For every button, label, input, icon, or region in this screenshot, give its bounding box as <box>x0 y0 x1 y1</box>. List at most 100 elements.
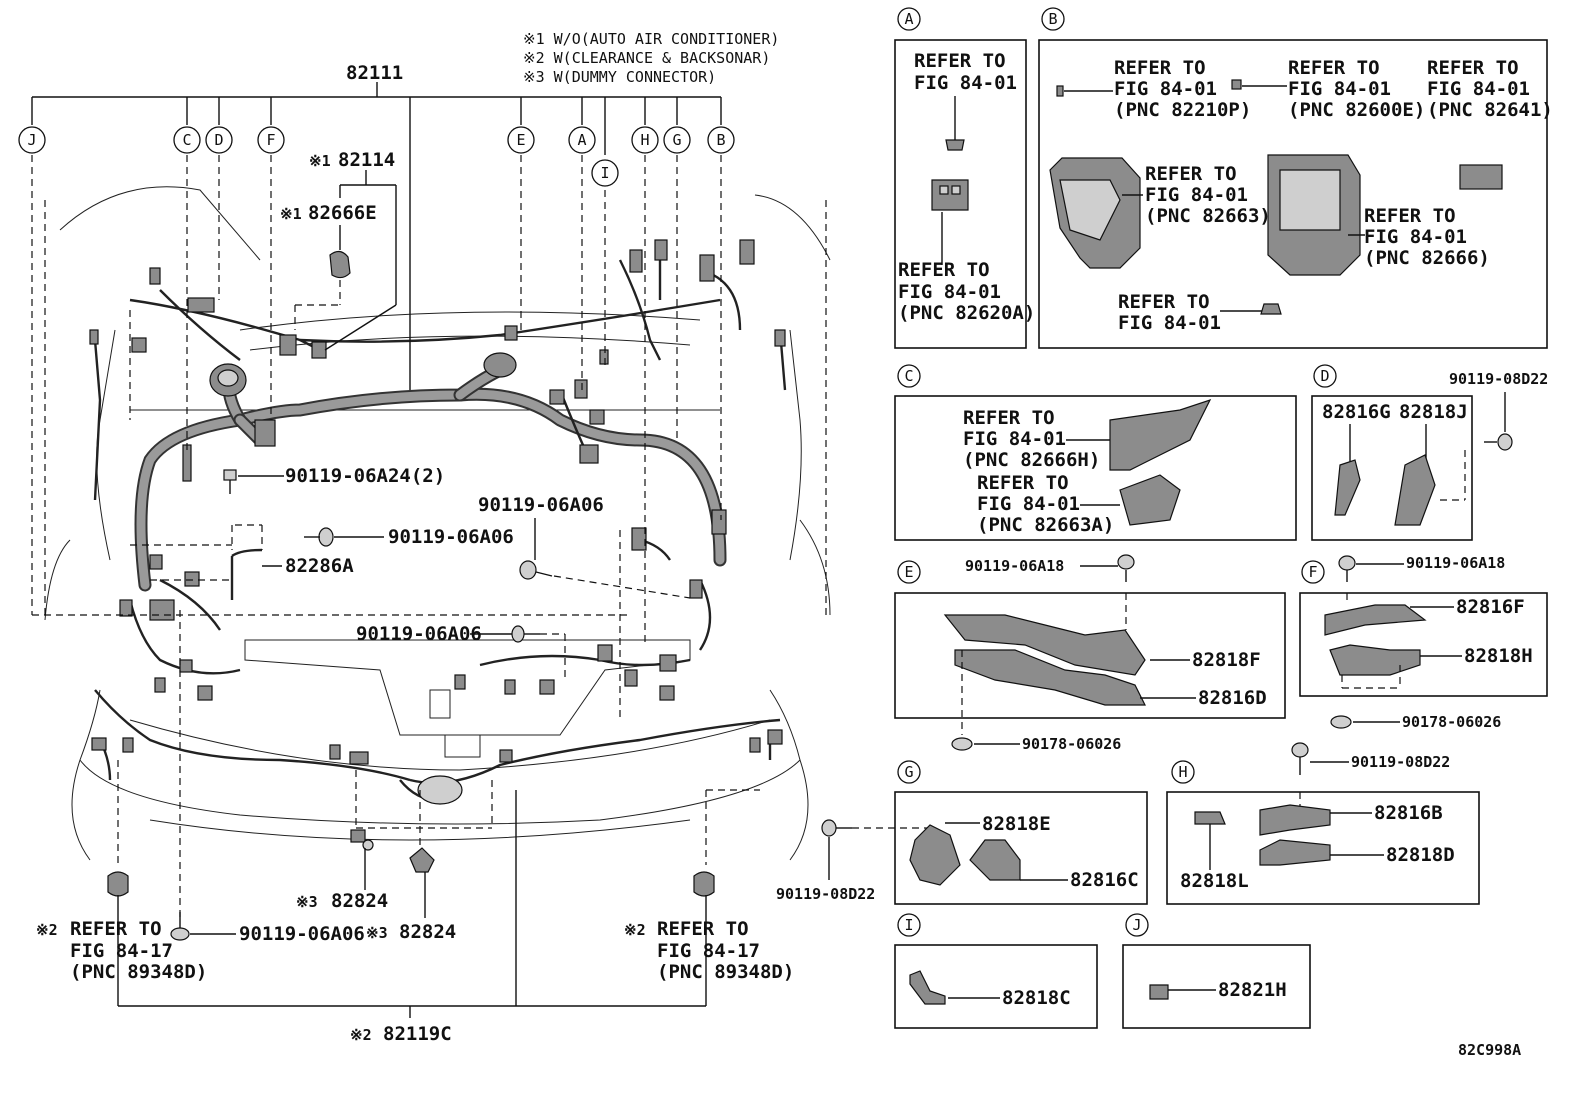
panel-b-letter: B <box>1048 10 1057 28</box>
panel-b-refer5-line1: REFER TO <box>1364 205 1456 227</box>
panel-b-refer2-line2: FIG 84-01 <box>1288 78 1391 100</box>
panel-h-letter: H <box>1178 763 1187 781</box>
refer-left-line3: (PNC 89348D) <box>70 961 207 983</box>
bolt-06a06-center-group: 90119-06A06 <box>356 623 540 645</box>
bracket-82111 <box>31 82 722 390</box>
callout-f-label: F <box>266 131 275 149</box>
panel-e-letter: E <box>904 563 913 581</box>
callout-a-label: A <box>577 131 586 149</box>
callout-d: D <box>205 126 233 154</box>
bolt-06a06-top-group: 90119-06A06 <box>478 494 604 580</box>
bolt-label-06a06-top: 90119-06A06 <box>478 494 604 516</box>
panel-c-letter: C <box>904 367 913 385</box>
panel-b: B REFER TO FIG 84-01 (PNC 82210P) REFER … <box>1038 7 1553 349</box>
panel-i-part1: 82818C <box>1002 987 1071 1009</box>
callout-j: J <box>18 126 46 154</box>
note-3: ※3 W(DUMMY CONNECTOR) <box>523 68 716 86</box>
panel-c-refer1-line2: FIG 84-01 <box>963 428 1066 450</box>
harness-connectors <box>89 239 786 805</box>
callout-f: F <box>257 126 285 154</box>
part-label-82111: 82111 <box>346 62 403 84</box>
part-label-82114: 82114 <box>338 149 395 171</box>
panel-f-clip-label: 90178-06026 <box>1402 713 1501 731</box>
panel-b-refer6-line1: REFER TO <box>1118 291 1210 313</box>
refer-right-line2: FIG 84-17 <box>657 940 760 962</box>
panel-c: C REFER TO FIG 84-01 (PNC 82666H) REFER … <box>894 364 1297 541</box>
panel-f: F 90119-06A18 82816F 82818H 90178-06026 <box>1299 554 1548 731</box>
note-2: ※2 W(CLEARANCE & BACKSONAR) <box>523 49 770 67</box>
mark-2-b: ※2 <box>624 921 646 939</box>
part-82824-a-group: ※3 82824 <box>296 829 388 912</box>
panel-c-refer2-line3: (PNC 82663A) <box>977 514 1114 536</box>
bolt-06a06-bottom-group: 90119-06A06 <box>170 912 365 945</box>
panel-g-part1: 82818E <box>982 813 1051 835</box>
grommet-right-icon <box>693 871 715 897</box>
panel-c-refer2-line2: FIG 84-01 <box>977 493 1080 515</box>
bolt-label-06a06-mid: 90119-06A06 <box>388 526 514 548</box>
refer-left-line1: REFER TO <box>70 918 162 940</box>
callout-b: B <box>707 126 735 154</box>
refer-left-line2: FIG 84-17 <box>70 940 173 962</box>
panel-b-refer4-line1: REFER TO <box>1145 163 1237 185</box>
panel-h-part3: 82818L <box>1180 870 1249 892</box>
part-label-82286A: 82286A <box>285 555 354 577</box>
panel-i: I 82818C <box>894 913 1098 1029</box>
panel-e-bolt-label: 90119-06A18 <box>965 557 1064 575</box>
panel-a-refer2-line2: FIG 84-01 <box>898 281 1001 303</box>
panel-b-refer3-line1: REFER TO <box>1427 57 1519 79</box>
panel-d: D 90119-08D22 82816G 82818J <box>1311 364 1548 541</box>
panel-g-part2: 82816C <box>1070 869 1139 891</box>
panel-b-refer6-line2: FIG 84-01 <box>1118 312 1221 334</box>
part-label-82824-b: 82824 <box>399 921 456 943</box>
panel-b-refer1-line2: FIG 84-01 <box>1114 78 1217 100</box>
panel-f-part2: 82818H <box>1464 645 1533 667</box>
callout-i: I <box>591 159 619 187</box>
bolt-06a24-group: 90119-06A24(2) <box>223 465 445 494</box>
panel-a-letter: A <box>904 10 913 28</box>
part-82824-b-group: ※3 82824 <box>366 847 456 943</box>
panel-g-bolt-label: 90119-08D22 <box>776 885 875 903</box>
panel-j: J 82821H <box>1122 913 1311 1029</box>
panel-b-refer4-line3: (PNC 82663) <box>1145 205 1271 227</box>
part-label-82824-a: 82824 <box>331 890 388 912</box>
panel-b-refer1-line1: REFER TO <box>1114 57 1206 79</box>
panel-b-refer3-line2: FIG 84-01 <box>1427 78 1530 100</box>
panel-e-part1: 82818F <box>1192 649 1261 671</box>
panel-f-part1: 82816F <box>1456 596 1525 618</box>
callout-e-label: E <box>516 131 525 149</box>
bolt-label-06a06-bottom: 90119-06A06 <box>239 923 365 945</box>
panel-j-letter: J <box>1132 916 1141 934</box>
panel-a-refer1-line1: REFER TO <box>914 50 1006 72</box>
panel-h: H 90119-08D22 82816B 82818D 82818L <box>1166 742 1480 905</box>
relay-82666e-icon <box>329 250 351 279</box>
callout-e: E <box>507 126 535 154</box>
panel-g: G 90119-08D22 82818E 82816C <box>776 760 1148 905</box>
callout-g-label: G <box>672 131 681 149</box>
panel-c-refer2-line1: REFER TO <box>977 472 1069 494</box>
part-82114-group: ※1 82114 ※1 82666E <box>280 149 397 351</box>
panel-b-refer2-line3: (PNC 82600E) <box>1288 99 1425 121</box>
refer-left-group: ※2 REFER TO FIG 84-17 (PNC 89348D) <box>36 871 207 983</box>
panel-i-letter: I <box>904 916 913 934</box>
panel-j-part1: 82821H <box>1218 979 1287 1001</box>
leader-lines <box>31 155 827 920</box>
panel-e-clip-label: 90178-06026 <box>1022 735 1121 753</box>
callout-d-label: D <box>214 131 223 149</box>
mark-2-a: ※2 <box>36 921 58 939</box>
mark-1-a: ※1 <box>309 152 331 170</box>
panel-b-refer3-line3: (PNC 82641) <box>1427 99 1553 121</box>
refer-right-line1: REFER TO <box>657 918 749 940</box>
bolt-label-06a24: 90119-06A24(2) <box>285 465 445 487</box>
part-label-82666E: 82666E <box>308 202 377 224</box>
panel-a-refer2-line1: REFER TO <box>898 259 990 281</box>
panel-g-letter: G <box>904 763 913 781</box>
panel-b-refer5-line2: FIG 84-01 <box>1364 226 1467 248</box>
callout-c: C <box>173 126 201 154</box>
panel-b-refer2-line1: REFER TO <box>1288 57 1380 79</box>
part-label-82119C: 82119C <box>383 1023 452 1045</box>
part-82286a-group: 82286A <box>262 555 354 577</box>
panel-a: A REFER TO FIG 84-01 REFER TO FIG 84-01 … <box>894 7 1035 349</box>
panel-d-part1: 82816G <box>1322 401 1391 423</box>
callout-a: A <box>568 126 596 154</box>
